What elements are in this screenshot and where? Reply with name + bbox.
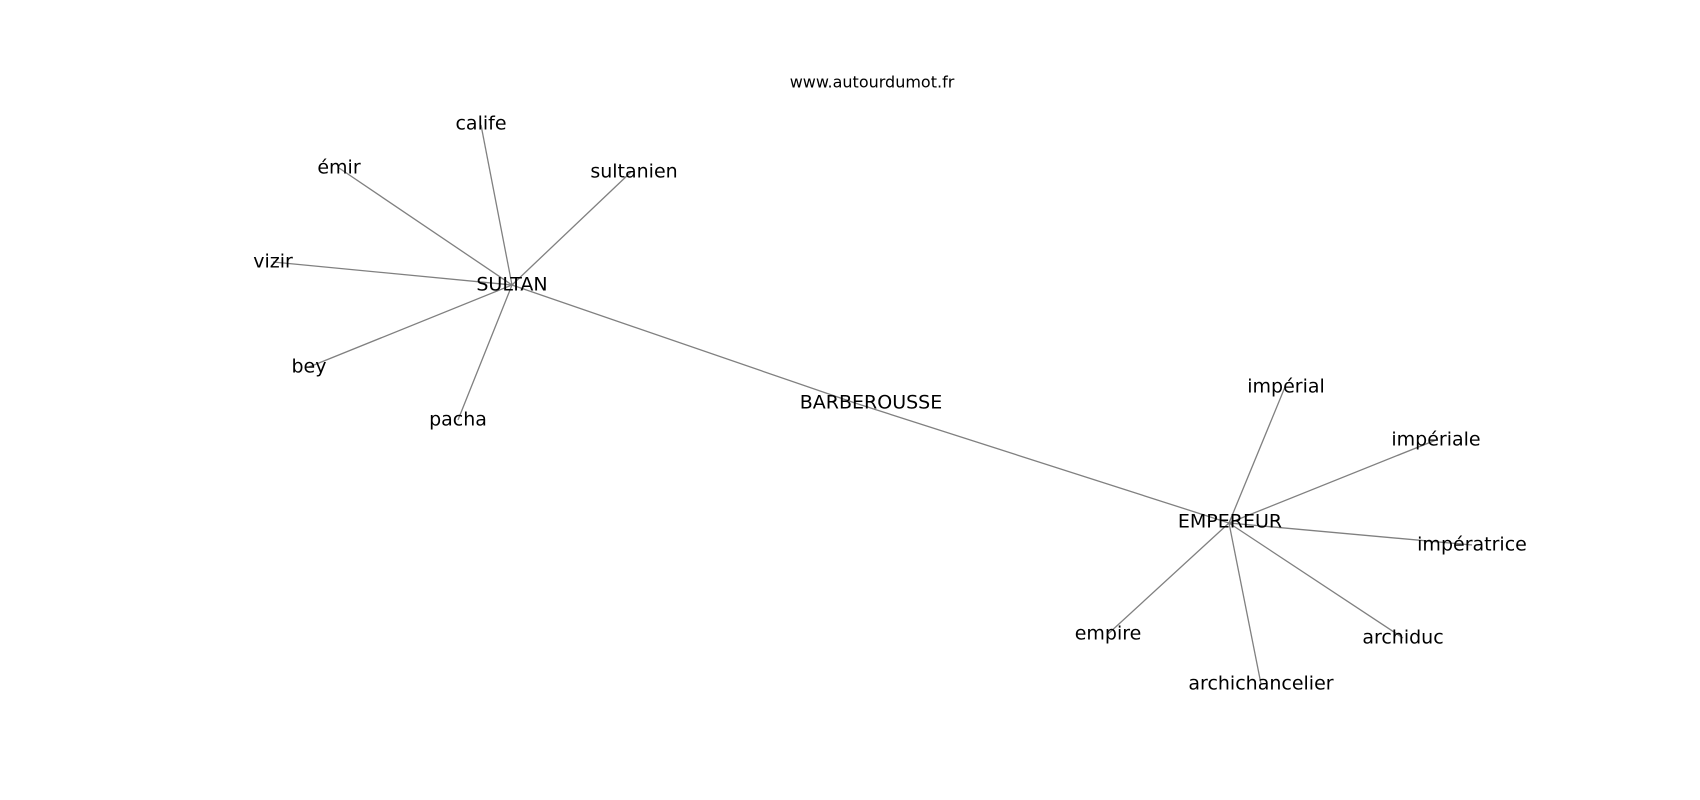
- edge-sultan-pacha: [457, 284, 513, 421]
- edge-empereur-empire: [1107, 522, 1230, 635]
- node-imperiale: impériale: [1391, 429, 1480, 451]
- node-empire: empire: [1075, 623, 1142, 645]
- node-bey: bey: [292, 356, 327, 378]
- node-imperial: impérial: [1247, 376, 1325, 398]
- node-empereur: EMPEREUR: [1178, 511, 1282, 533]
- edge-sultan-bey: [308, 284, 513, 368]
- node-imperatrice: impératrice: [1417, 534, 1527, 556]
- node-sultan: SULTAN: [476, 274, 547, 296]
- node-pacha: pacha: [429, 409, 487, 431]
- edge-barberousse-empereur: [854, 402, 1230, 524]
- node-archiduc: archiduc: [1362, 627, 1443, 649]
- graph-edges: [272, 124, 1473, 685]
- edge-sultan-vizir: [272, 261, 513, 286]
- edge-empereur-imperiale: [1228, 439, 1437, 524]
- node-vizir: vizir: [253, 251, 293, 273]
- edge-sultan-sultanien: [511, 171, 632, 286]
- node-calife: calife: [455, 113, 506, 135]
- edge-empereur-archichancelier: [1228, 522, 1262, 685]
- node-barberousse: BARBEROUSSE: [800, 392, 942, 414]
- edge-barberousse-sultan: [511, 284, 856, 404]
- site-watermark: www.autourdumot.fr: [790, 73, 955, 92]
- node-emir: émir: [317, 157, 360, 179]
- graph-labels: BARBEROUSSE SULTAN EMPEREUR calife émir sulta…: [253, 113, 1527, 695]
- node-archichancelier: archichancelier: [1188, 673, 1333, 695]
- edge-empereur-imperial: [1228, 386, 1286, 524]
- edge-sultan-emir: [338, 167, 513, 286]
- node-sultanien: sultanien: [590, 161, 677, 183]
- edge-empereur-imperatrice: [1228, 522, 1473, 546]
- edge-empereur-archiduc: [1228, 522, 1404, 639]
- edge-sultan-calife: [480, 124, 513, 286]
